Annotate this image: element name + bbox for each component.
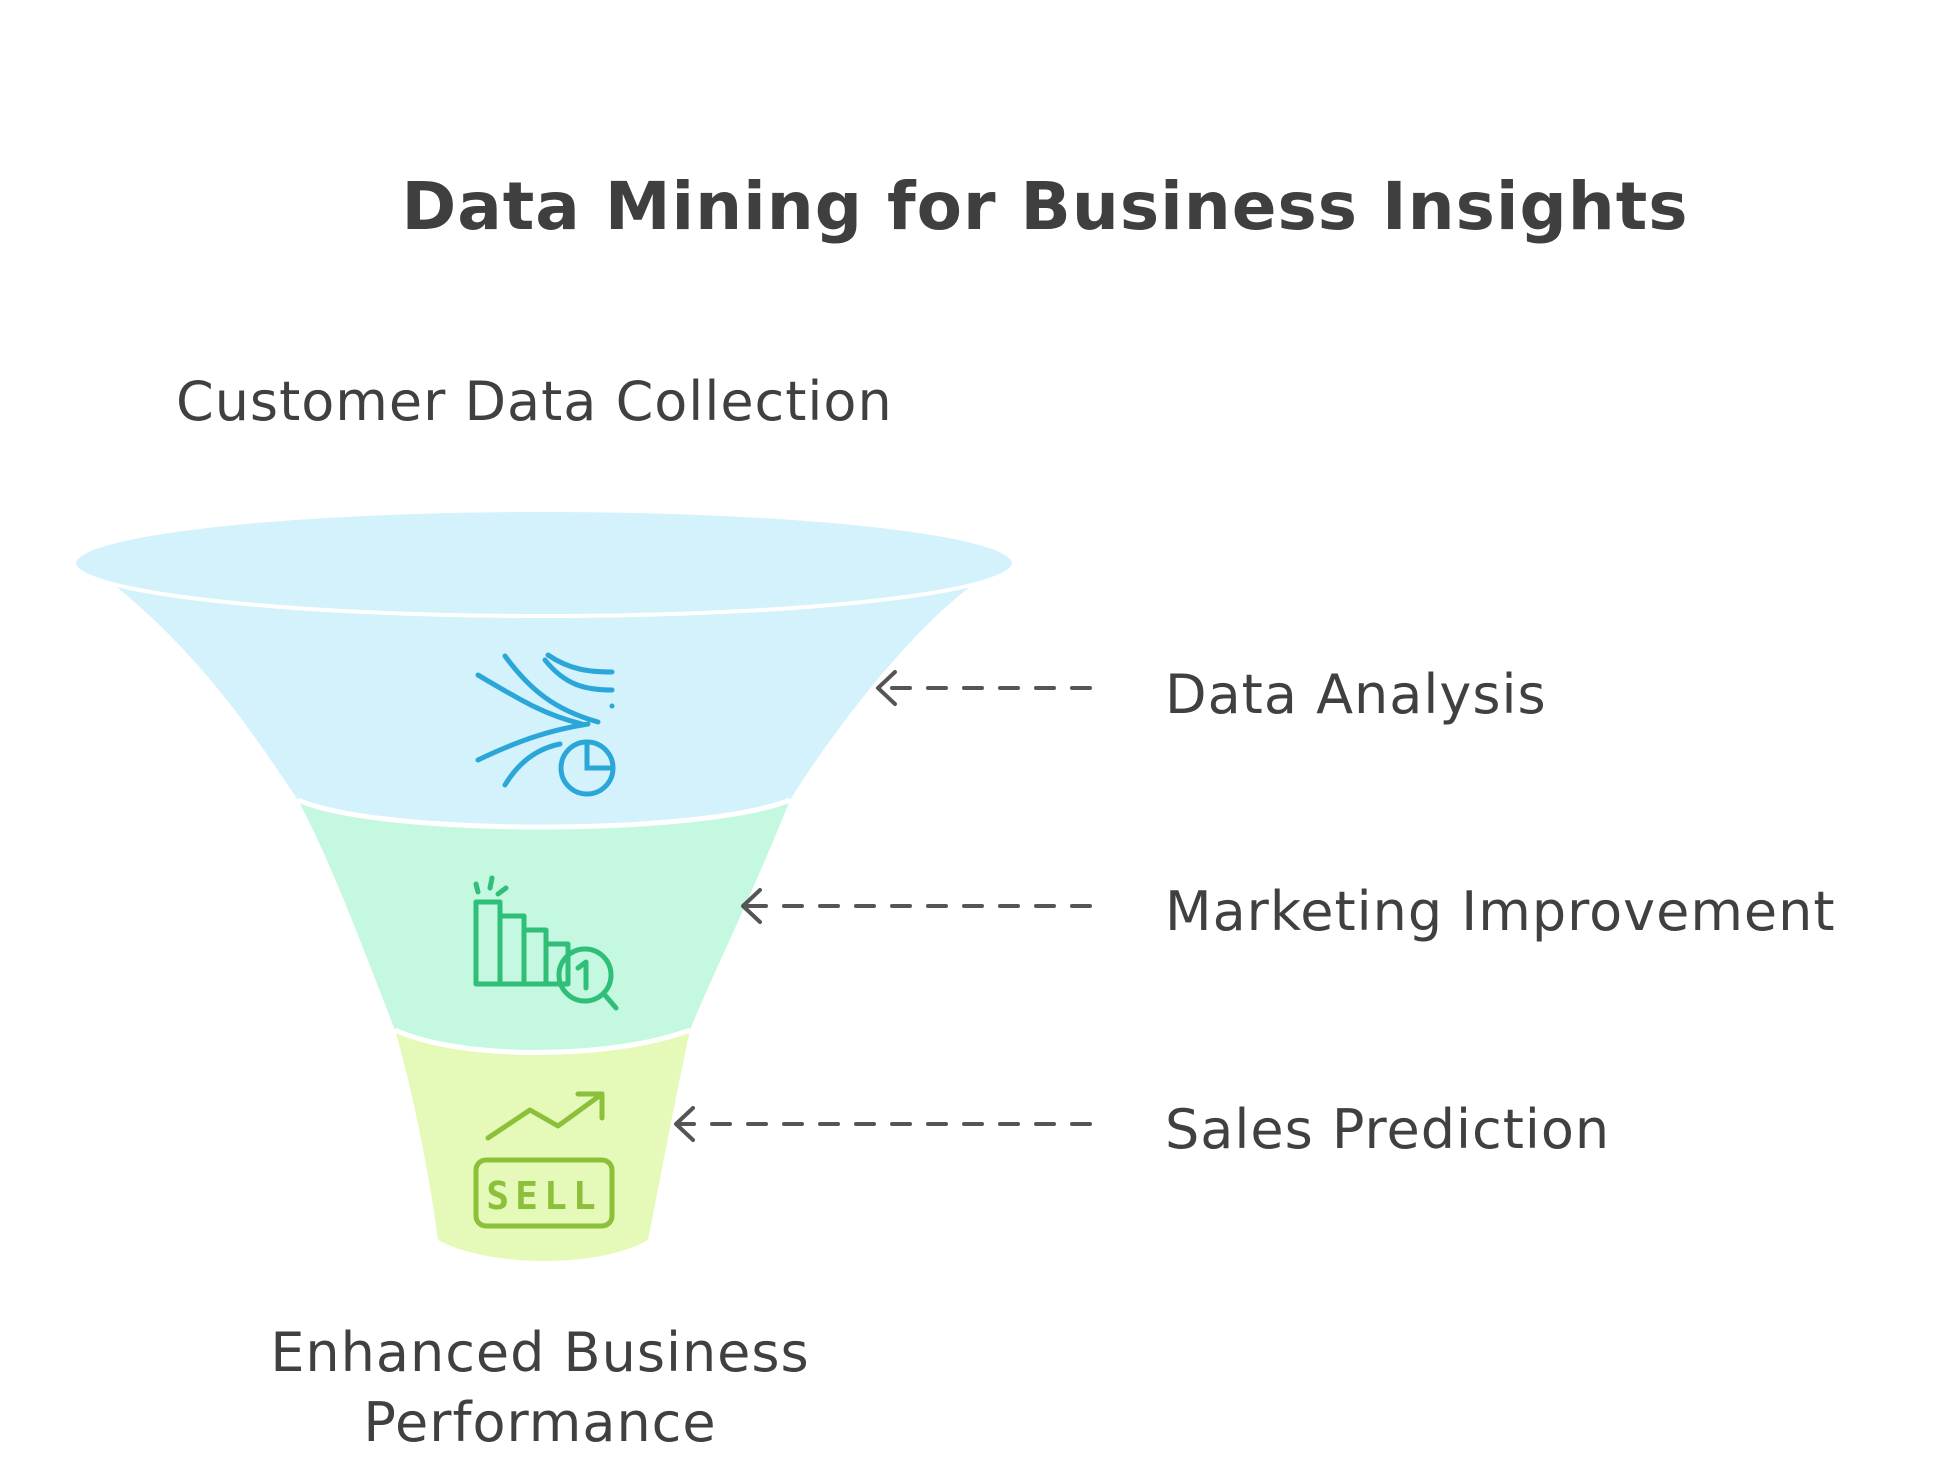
stage-label-marketing-improvement: Marketing Improvement (1165, 880, 1836, 943)
stage-label-data-analysis: Data Analysis (1165, 663, 1547, 726)
diagram-title: Data Mining for Business Insights (401, 168, 1689, 245)
sell-trend-icon (473, 1091, 615, 1229)
funnel-bottom-label: Enhanced Business Performance (215, 1318, 865, 1458)
arrow-sales-prediction (674, 1106, 1092, 1142)
arrow-marketing-improvement (741, 888, 1092, 924)
funnel-rim (72, 508, 1016, 618)
bar-chart-magnifier-icon (473, 875, 619, 1011)
funnel-stage-marketing-improvement (298, 800, 790, 1053)
data-flow-pie-chart-icon (475, 652, 616, 797)
funnel-bottom-label-line2: Performance (363, 1391, 717, 1454)
stage-label-sales-prediction: Sales Prediction (1165, 1098, 1611, 1161)
funnel-stage-sales-prediction (395, 1030, 690, 1261)
funnel-stage-data-analysis (108, 580, 980, 827)
sell-label: SELL (486, 1174, 602, 1218)
funnel-bottom-label-line1: Enhanced Business (270, 1321, 810, 1384)
arrow-data-analysis (876, 670, 1092, 706)
funnel-top-label: Customer Data Collection (176, 370, 893, 433)
